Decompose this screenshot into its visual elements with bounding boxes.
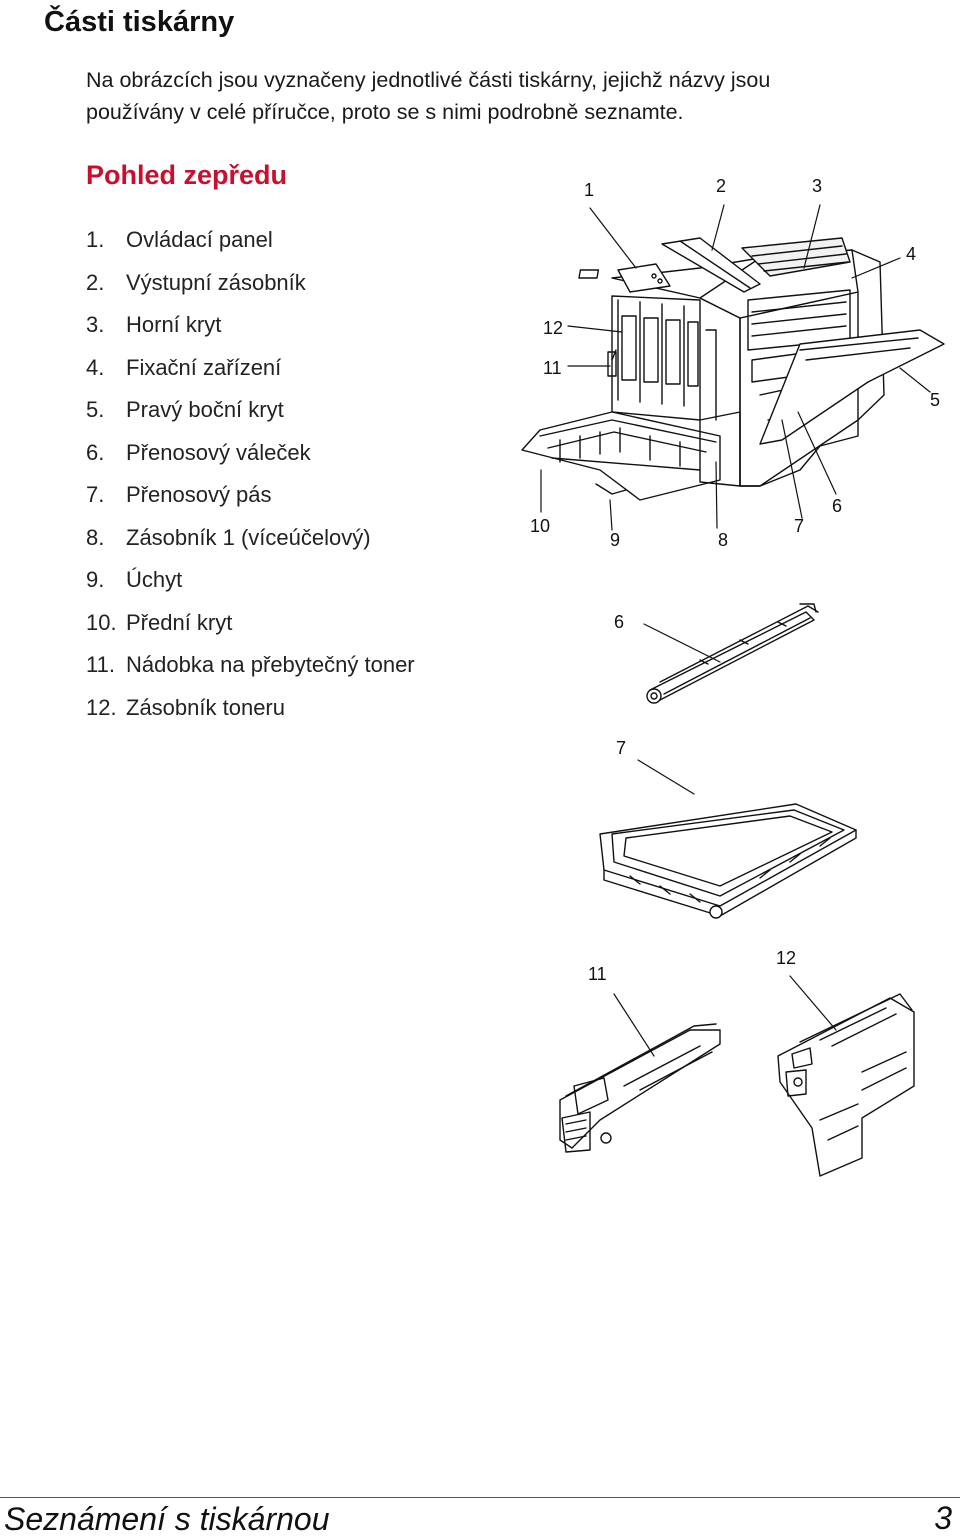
list-item: 1. Ovládací panel bbox=[86, 219, 415, 262]
callout-1: 1 bbox=[584, 180, 595, 200]
list-item: 8. Zásobník 1 (víceúčelový) bbox=[86, 517, 415, 560]
callout-12: 12 bbox=[543, 318, 564, 338]
waste-toner-bottle-illustration bbox=[559, 993, 721, 1153]
item-number: 2. bbox=[86, 269, 105, 295]
transfer-belt-illustration bbox=[599, 759, 857, 919]
printer-front-view bbox=[521, 237, 945, 501]
callout-belt: 7 bbox=[616, 738, 627, 758]
list-item: 11. Nádobka na přebytečný toner bbox=[86, 644, 415, 687]
item-number: 3. bbox=[86, 312, 105, 337]
footer-rule bbox=[0, 1497, 960, 1498]
item-number: 11. bbox=[86, 652, 115, 677]
callout-cartridge: 12 bbox=[776, 948, 797, 968]
item-label: Výstupní zásobník bbox=[126, 269, 306, 295]
item-number: 4. bbox=[86, 354, 105, 380]
callout-7: 7 bbox=[794, 516, 805, 536]
callout-leaders-main bbox=[540, 204, 931, 531]
callout-4: 4 bbox=[906, 244, 917, 264]
item-label: Fixační zařízení bbox=[126, 354, 282, 380]
item-number: 7. bbox=[86, 482, 105, 507]
intro-line-1: Na obrázcích jsou vyznačeny jednotlivé č… bbox=[86, 68, 771, 92]
callout-2: 2 bbox=[716, 176, 727, 196]
list-item: 7. Přenosový pás bbox=[86, 474, 415, 517]
callout-9: 9 bbox=[610, 530, 621, 550]
callout-3: 3 bbox=[812, 176, 823, 196]
item-number: 5. bbox=[86, 397, 105, 422]
item-number: 6. bbox=[86, 439, 105, 465]
item-number: 8. bbox=[86, 524, 105, 550]
callout-11: 11 bbox=[543, 358, 562, 378]
item-label: Pravý boční kryt bbox=[126, 397, 284, 422]
item-label: Zásobník toneru bbox=[126, 694, 285, 720]
item-label: Úchyt bbox=[126, 567, 183, 592]
item-label: Přenosový pás bbox=[126, 482, 272, 507]
callout-roller: 6 bbox=[614, 612, 625, 632]
item-label: Nádobka na přebytečný toner bbox=[126, 652, 415, 677]
item-number: 9. bbox=[86, 567, 105, 592]
callout-8: 8 bbox=[718, 530, 729, 550]
section-title: Pohled zepředu bbox=[86, 160, 288, 190]
parts-list: 1. Ovládací panel 2. Výstupní zásobník 3. H… bbox=[86, 219, 415, 729]
intro-line-2: používány v celé příručce, proto se s ni… bbox=[86, 100, 684, 124]
list-item: 2. Výstupní zásobník bbox=[86, 262, 415, 305]
page-number: 3 bbox=[934, 1500, 952, 1536]
item-label: Horní kryt bbox=[126, 312, 222, 337]
list-item: 4. Fixační zařízení bbox=[86, 347, 415, 390]
item-number: 1. bbox=[86, 227, 105, 252]
item-label: Zásobník 1 (víceúčelový) bbox=[126, 524, 371, 550]
item-label: Ovládací panel bbox=[126, 227, 273, 252]
transfer-roller-illustration bbox=[643, 603, 819, 704]
list-item: 5. Pravý boční kryt bbox=[86, 389, 415, 432]
callout-waste: 11 bbox=[588, 964, 607, 984]
intro-paragraph: Na obrázcích jsou vyznačeny jednotlivé č… bbox=[86, 64, 846, 128]
callout-10: 10 bbox=[530, 516, 551, 536]
list-item: 10. Přední kryt bbox=[86, 602, 415, 645]
item-number: 10. bbox=[86, 609, 117, 635]
footer-title: Seznámení s tiskárnou bbox=[4, 1501, 330, 1537]
list-item: 6. Přenosový váleček bbox=[86, 432, 415, 475]
item-label: Přední kryt bbox=[126, 609, 233, 635]
item-number: 12. bbox=[86, 694, 117, 720]
item-label: Přenosový váleček bbox=[126, 439, 311, 465]
page-heading: Části tiskárny bbox=[44, 6, 235, 38]
list-item: 9. Úchyt bbox=[86, 559, 415, 602]
list-item: 3. Horní kryt bbox=[86, 304, 415, 347]
toner-cartridge-illustration bbox=[777, 975, 915, 1177]
callout-5: 5 bbox=[930, 390, 941, 410]
list-item: 12. Zásobník toneru bbox=[86, 687, 415, 730]
callout-6: 6 bbox=[832, 496, 843, 516]
